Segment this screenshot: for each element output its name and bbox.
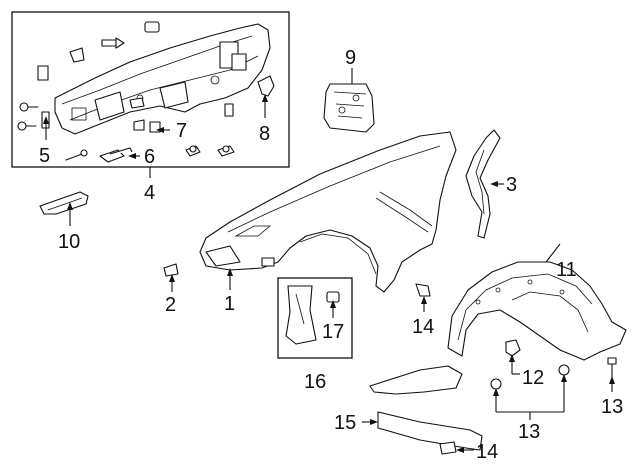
callout-15: 15 xyxy=(334,412,356,434)
callout-1: 1 xyxy=(224,293,235,315)
inset-box-16 xyxy=(277,277,353,359)
fender-part-1 xyxy=(199,131,457,293)
inset-box-4 xyxy=(11,11,290,168)
part-13-screw xyxy=(607,357,617,379)
callout-6: 6 xyxy=(144,146,155,168)
part-9-bracket xyxy=(323,83,375,133)
callout-5: 5 xyxy=(39,145,50,167)
callout-13-b: 13 xyxy=(601,396,623,418)
callout-13-a: 13 xyxy=(518,421,540,443)
callout-11: 11 xyxy=(556,259,577,281)
part-16-mudflap xyxy=(285,285,317,345)
callout-14-b: 14 xyxy=(476,441,498,463)
callout-17: 17 xyxy=(322,321,344,343)
callout-9: 9 xyxy=(345,47,356,69)
callout-10: 10 xyxy=(58,231,80,253)
callout-12: 12 xyxy=(522,367,544,389)
part-3-bracket xyxy=(465,129,501,239)
callout-7: 7 xyxy=(176,120,187,142)
callout-4: 4 xyxy=(144,182,155,204)
callout-16: 16 xyxy=(304,371,326,393)
callout-3: 3 xyxy=(506,174,517,196)
part-11-liner xyxy=(369,261,627,395)
callout-2: 2 xyxy=(165,294,176,316)
callout-14-a: 14 xyxy=(412,316,434,338)
part-15-deflector xyxy=(377,411,483,451)
part-10-strip xyxy=(39,191,89,215)
callout-8: 8 xyxy=(259,123,270,145)
